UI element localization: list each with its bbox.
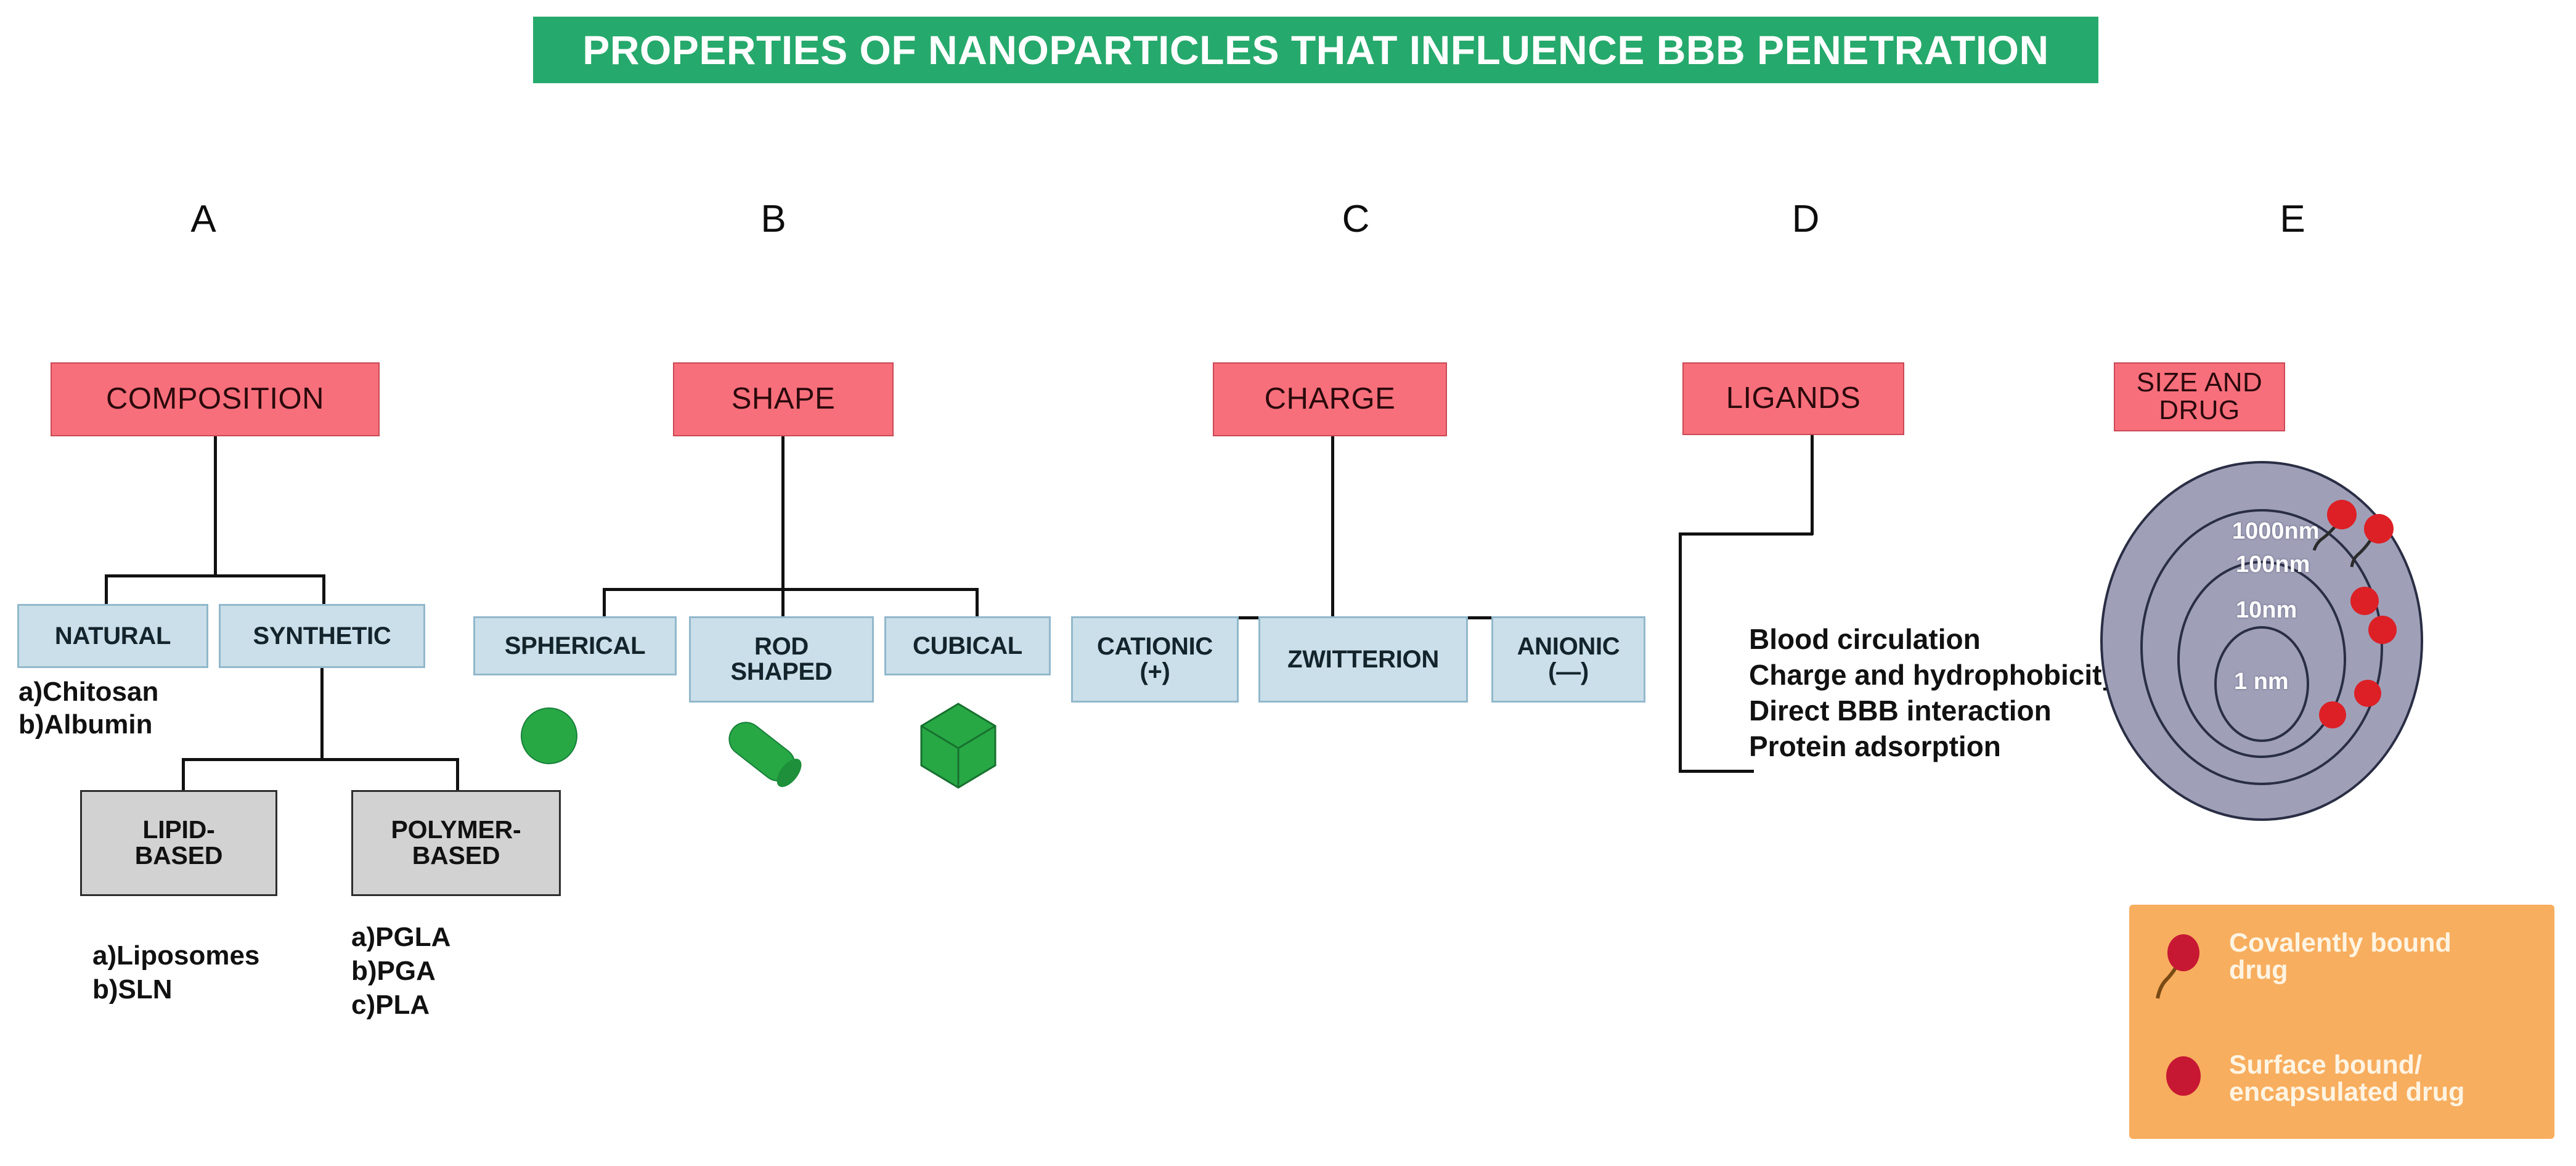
legend-label-1: Surface bound/ encapsulated drug [2229, 1050, 2465, 1107]
polymer-item-1: b)PGA [351, 956, 436, 986]
column-letter-c: C [1342, 198, 1370, 240]
node-zwitterion[interactable]: ZWITTERION [1258, 616, 1468, 703]
legend-box: Covalently bound drug Surface bound/ enc… [2129, 905, 2554, 1139]
connector-lipid-drop [182, 758, 185, 790]
covalently-bound-drug-icon [2156, 934, 2199, 999]
node-polymer-based[interactable]: POLYMER- BASED [351, 790, 561, 896]
column-letter-e: E [2280, 198, 2305, 240]
node-composition[interactable]: COMPOSITION [51, 362, 380, 436]
cube-icon [920, 703, 997, 789]
ligands-note-2: Direct BBB interaction [1749, 695, 2052, 727]
lipid-item-0: a)Liposomes [92, 940, 260, 971]
column-letter-d: D [1791, 198, 1820, 240]
node-ligands[interactable]: LIGANDS [1682, 362, 1904, 435]
node-rod-shaped[interactable]: ROD SHAPED [689, 616, 874, 703]
surface-bound-drug-icon [2166, 1056, 2201, 1096]
node-cationic[interactable]: CATIONIC (+) [1071, 616, 1239, 703]
node-size-and-drug[interactable]: SIZE AND DRUG [2114, 362, 2285, 431]
connector-polymer-drop [456, 758, 459, 790]
rod-icon [728, 722, 802, 788]
connector-cubical-drop [976, 588, 979, 618]
connector-charge-trunk [1331, 436, 1334, 621]
connector-synthetic-drop [322, 574, 325, 605]
node-anionic[interactable]: ANIONIC (—) [1491, 616, 1645, 703]
connector-ligands-down [1811, 435, 1814, 535]
ring-label-1000nm: 1000nm [2232, 518, 2320, 544]
node-spherical[interactable]: SPHERICAL [473, 616, 677, 675]
node-natural[interactable]: NATURAL [17, 604, 208, 668]
polymer-item-2: c)PLA [351, 990, 430, 1020]
connector-natural-drop [105, 574, 108, 605]
node-cubical[interactable]: CUBICAL [884, 616, 1051, 675]
column-letter-b: B [760, 198, 786, 240]
connector-shape-trunk [781, 436, 785, 590]
connector-shape-bar [603, 588, 979, 591]
ligands-note-1: Charge and hydrophobicity [1749, 659, 2118, 691]
node-charge[interactable]: CHARGE [1213, 362, 1447, 436]
connector-ligands-in [1679, 770, 1754, 773]
lipid-item-1: b)SLN [92, 974, 173, 1005]
ring-label-10nm: 10nm [2236, 597, 2297, 623]
title-banner: PROPERTIES OF NANOPARTICLES THAT INFLUEN… [533, 17, 2098, 83]
natural-item-0: a)Chitosan [18, 677, 159, 707]
connector-composition-bar [105, 574, 325, 577]
connector-spherical-drop [603, 588, 606, 618]
ring-label-1nm: 1 nm [2234, 669, 2289, 695]
size-diagram: 1000nm 100nm 10nm 1 nm [2095, 456, 2465, 826]
connector-synthetic-trunk [320, 668, 324, 760]
node-shape[interactable]: SHAPE [673, 362, 894, 436]
node-synthetic[interactable]: SYNTHETIC [219, 604, 425, 668]
legend-label-0: Covalently bound drug [2229, 928, 2452, 985]
ligands-note-0: Blood circulation [1749, 623, 1981, 655]
sphere-icon [521, 707, 577, 764]
page-title: PROPERTIES OF NANOPARTICLES THAT INFLUEN… [582, 27, 2049, 73]
ring-label-100nm: 100nm [2236, 552, 2310, 577]
connector-ligands-left [1679, 532, 1813, 536]
ligands-note-3: Protein adsorption [1749, 730, 2001, 762]
column-letter-a: A [190, 198, 216, 240]
connector-ligands-side [1679, 532, 1682, 773]
connector-composition-trunk [214, 436, 217, 577]
polymer-item-0: a)PGLA [351, 922, 451, 952]
natural-item-1: b)Albumin [18, 709, 153, 740]
node-lipid-based[interactable]: LIPID- BASED [80, 790, 277, 896]
connector-rod-drop [781, 588, 785, 618]
connector-synthetic-bar [182, 758, 459, 761]
